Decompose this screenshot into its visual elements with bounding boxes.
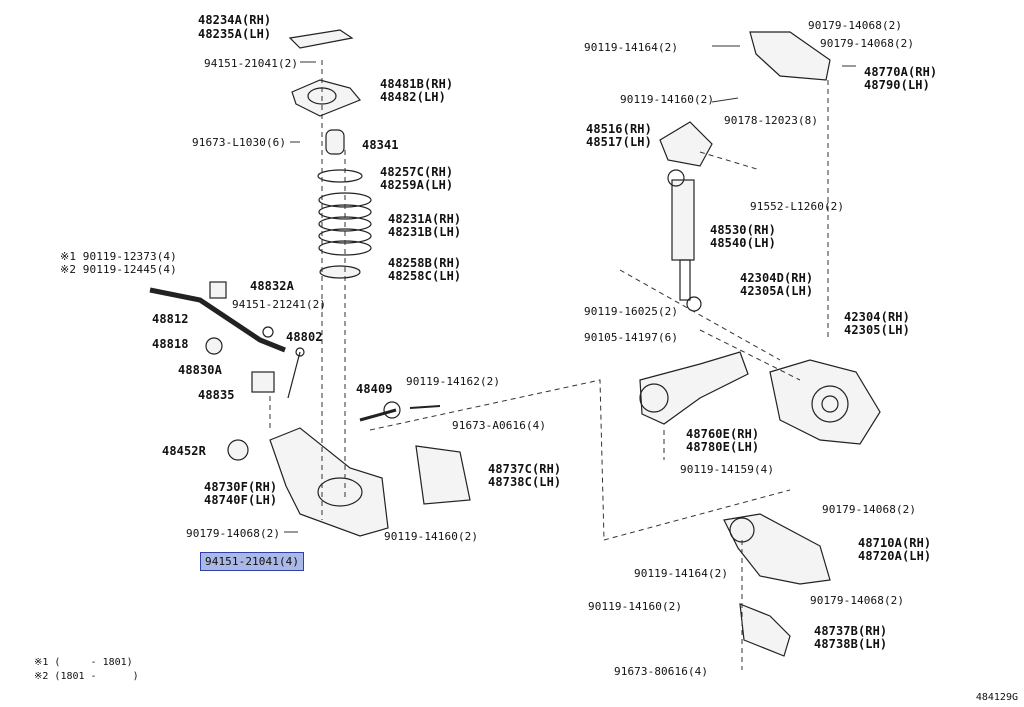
part-label-42305[interactable]: 42305(LH) [844, 323, 910, 337]
part-label-48235[interactable]: 48235A(LH) [198, 27, 272, 41]
diagram-id: 484129G [975, 692, 1018, 703]
part-label-48830[interactable]: 48830A [178, 363, 222, 377]
part-label-48710[interactable]: 48710A(RH) [858, 536, 932, 550]
part-label-48780[interactable]: 48780E(LH) [686, 440, 760, 454]
part-label-48257[interactable]: 48257C(RH) [380, 165, 454, 179]
part-label-48341[interactable]: 48341 [362, 138, 399, 152]
footnote-2: ※2 (1801 - ) [34, 671, 139, 682]
part-label-48835[interactable]: 48835 [198, 388, 235, 402]
part-label-48737b[interactable]: 48737B(RH) [814, 624, 888, 638]
part-label-48258b[interactable]: 48258B(RH) [388, 256, 462, 270]
part-label-48832[interactable]: 48832A [250, 279, 294, 293]
part-label-48234[interactable]: 48234A(RH) [198, 13, 272, 27]
part-label-48482[interactable]: 48482(LH) [380, 90, 446, 104]
part-label-90179-d[interactable]: 90179-14068(2) [822, 503, 917, 516]
part-label-48738b[interactable]: 48738B(LH) [814, 637, 888, 651]
part-label-48737c[interactable]: 48737C(RH) [488, 462, 562, 476]
part-label-48738c[interactable]: 48738C(LH) [488, 475, 562, 489]
part-label-94151-a[interactable]: 94151-21041(2) [204, 57, 299, 70]
part-label-90179-b[interactable]: 90179-14068(2) [808, 19, 903, 32]
part-label-48259[interactable]: 48259A(LH) [380, 178, 454, 192]
part-label-48720[interactable]: 48720A(LH) [858, 549, 932, 563]
part-label-90119-12445[interactable]: ※2 90119-12445(4) [60, 263, 177, 276]
part-label-48516[interactable]: 48516(RH) [586, 122, 652, 136]
part-label-48760[interactable]: 48760E(RH) [686, 427, 760, 441]
part-label-48231b[interactable]: 48231B(LH) [388, 225, 462, 239]
part-label-90178[interactable]: 90178-12023(8) [724, 114, 819, 127]
part-label-48740[interactable]: 48740F(LH) [204, 493, 278, 507]
part-label-91552[interactable]: 91552-L1260(2) [750, 200, 845, 213]
part-label-42305a[interactable]: 42305A(LH) [740, 284, 814, 298]
part-label-48770[interactable]: 48770A(RH) [864, 65, 938, 79]
part-label-90119-14160-b[interactable]: 90119-14160(2) [620, 93, 715, 106]
part-label-90119-14160-c[interactable]: 90119-14160(2) [588, 600, 683, 613]
part-label-48730[interactable]: 48730F(RH) [204, 480, 278, 494]
part-label-91673-a[interactable]: 91673-L1030(6) [192, 136, 287, 149]
part-label-94151-selected[interactable]: 94151-21041(4) [200, 552, 305, 571]
part-label-90179-a[interactable]: 90179-14068(2) [186, 527, 281, 540]
part-label-42304d[interactable]: 42304D(RH) [740, 271, 814, 285]
part-label-48231a[interactable]: 48231A(RH) [388, 212, 462, 226]
part-label-48452[interactable]: 48452R [162, 444, 206, 458]
part-label-48818[interactable]: 48818 [152, 337, 189, 351]
part-label-90119-14164-b[interactable]: 90119-14164(2) [634, 567, 729, 580]
part-label-42304[interactable]: 42304(RH) [844, 310, 910, 324]
part-label-48530[interactable]: 48530(RH) [710, 223, 776, 237]
part-label-90119-14159[interactable]: 90119-14159(4) [680, 463, 775, 476]
part-label-48802[interactable]: 48802 [286, 330, 323, 344]
part-label-48517[interactable]: 48517(LH) [586, 135, 652, 149]
part-label-90179-c[interactable]: 90179-14068(2) [820, 37, 915, 50]
part-label-48790[interactable]: 48790(LH) [864, 78, 930, 92]
part-label-90105[interactable]: 90105-14197(6) [584, 331, 679, 344]
part-label-48812[interactable]: 48812 [152, 312, 189, 326]
part-label-94151-b[interactable]: 94151-21241(2) [232, 298, 327, 311]
part-label-90179-e[interactable]: 90179-14068(2) [810, 594, 905, 607]
footnote-1: ※1 ( - 1801) [34, 657, 133, 668]
part-label-90119-12373[interactable]: ※1 90119-12373(4) [60, 250, 177, 263]
part-label-90119-16025[interactable]: 90119-16025(2) [584, 305, 679, 318]
part-label-48409[interactable]: 48409 [356, 382, 393, 396]
part-label-90119-14160-a[interactable]: 90119-14160(2) [384, 530, 479, 543]
part-label-91673-a0616[interactable]: 91673-A0616(4) [452, 419, 547, 432]
part-label-48540[interactable]: 48540(LH) [710, 236, 776, 250]
part-label-90119-14164-a[interactable]: 90119-14164(2) [584, 41, 679, 54]
part-label-48481[interactable]: 48481B(RH) [380, 77, 454, 91]
part-label-90119-14162[interactable]: 90119-14162(2) [406, 375, 501, 388]
part-label-48258c[interactable]: 48258C(LH) [388, 269, 462, 283]
part-label-91673-80616[interactable]: 91673-80616(4) [614, 665, 709, 678]
